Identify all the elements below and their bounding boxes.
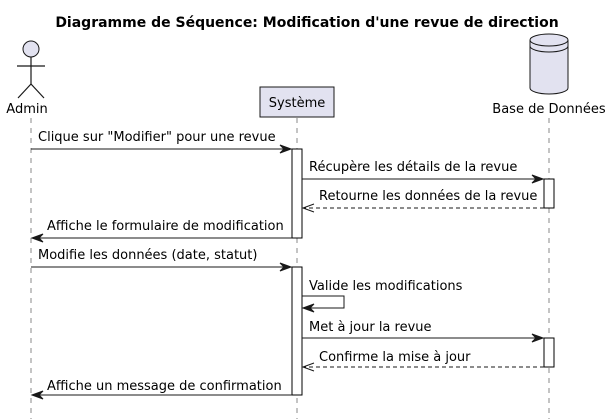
participant-label-admin: Admin	[6, 102, 47, 117]
actor-admin: Admin	[6, 40, 48, 117]
message-5: Modifie les données (date, statut)	[31, 248, 293, 272]
activation-bdd-1	[543, 178, 555, 209]
message-6-self: Valide les modifications	[301, 279, 463, 313]
message-label: Affiche un message de confirmation	[47, 379, 282, 394]
activation-bdd-2	[543, 337, 555, 368]
message-label: Valide les modifications	[309, 279, 463, 294]
message-7: Met à jour la revue	[302, 320, 545, 343]
message-label: Met à jour la revue	[309, 320, 432, 335]
message-label: Modifie les données (date, statut)	[38, 248, 257, 263]
participant-label-bdd: Base de Données	[492, 102, 606, 117]
participant-label-systeme: Système	[269, 96, 325, 111]
database-bdd: Base de Données	[492, 33, 606, 117]
message-1: Clique sur "Modifier" pour une revue	[31, 130, 293, 154]
message-label: Retourne les données de la revue	[319, 189, 537, 204]
message-9: Affiche un message de confirmation	[30, 379, 292, 400]
database-cylinder-icon	[529, 40, 569, 95]
participant-box	[259, 86, 335, 118]
message-label: Récupère les détails de la revue	[309, 160, 517, 175]
message-label: Affiche le formulaire de modification	[47, 219, 284, 234]
diagram-title: Diagramme de Séquence: Modification d'un…	[55, 15, 558, 31]
participant-systeme: Système	[259, 86, 335, 118]
actor-head-icon	[22, 40, 40, 58]
message-4: Affiche le formulaire de modification	[30, 219, 292, 243]
message-3: Retourne les données de la revue	[301, 189, 544, 213]
message-label: Confirme la mise à jour	[319, 350, 471, 365]
activation-systeme-2	[291, 266, 303, 396]
activation-systeme-1	[291, 148, 303, 239]
message-2: Récupère les détails de la revue	[302, 160, 545, 184]
message-label: Clique sur "Modifier" pour une revue	[38, 130, 276, 145]
message-8: Confirme la mise à jour	[301, 350, 544, 372]
